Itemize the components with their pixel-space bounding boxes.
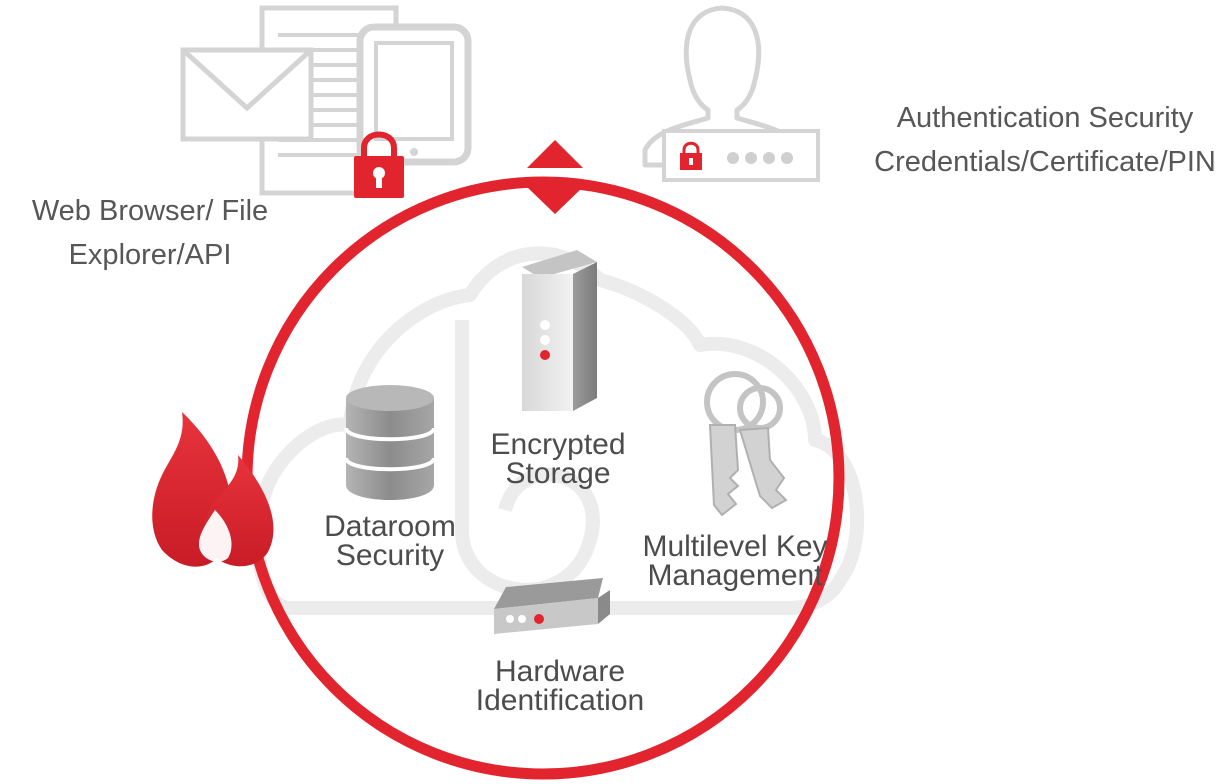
dataroom-security-label: Dataroom Security: [290, 510, 490, 573]
authentication-label: Authentication Security Credentials/Cert…: [859, 96, 1231, 184]
fire-icon: [152, 412, 274, 567]
key-management-line1: Multilevel Key: [642, 530, 828, 563]
web-browser-line2: Explorer/API: [68, 239, 232, 272]
hardware-box-icon: [494, 578, 610, 634]
key-management-line2: Management: [647, 559, 823, 593]
dataroom-security-line2: Security: [335, 539, 445, 573]
encrypted-storage-line1: Encrypted: [490, 428, 626, 461]
encrypted-storage-label: Encrypted Storage: [448, 428, 668, 491]
authentication-line2: Credentials/Certificate/PIN: [874, 146, 1216, 179]
envelope-icon: [180, 47, 314, 142]
pin-field-icon: [662, 129, 820, 182]
double-arrow-icon: [527, 140, 583, 214]
padlock-icon: [354, 131, 404, 198]
hardware-identification-line2: Identification: [475, 684, 645, 718]
key-management-label: Multilevel Key Management: [600, 530, 870, 593]
database-icon: [344, 385, 436, 500]
authentication-line1: Authentication Security: [896, 102, 1194, 134]
hardware-identification-label: Hardware Identification: [440, 655, 680, 718]
web-browser-line1: Web Browser/ File: [31, 195, 269, 227]
user-silhouette-icon: [642, 5, 803, 168]
encrypted-storage-line2: Storage: [505, 457, 611, 491]
web-browser-label: Web Browser/ File Explorer/API: [14, 189, 286, 277]
tablet-icon: [356, 23, 472, 166]
keys-icon: [704, 371, 788, 517]
server-tower-icon: [522, 250, 597, 411]
hardware-identification-line1: Hardware: [494, 655, 626, 688]
dataroom-security-line1: Dataroom: [324, 510, 456, 543]
